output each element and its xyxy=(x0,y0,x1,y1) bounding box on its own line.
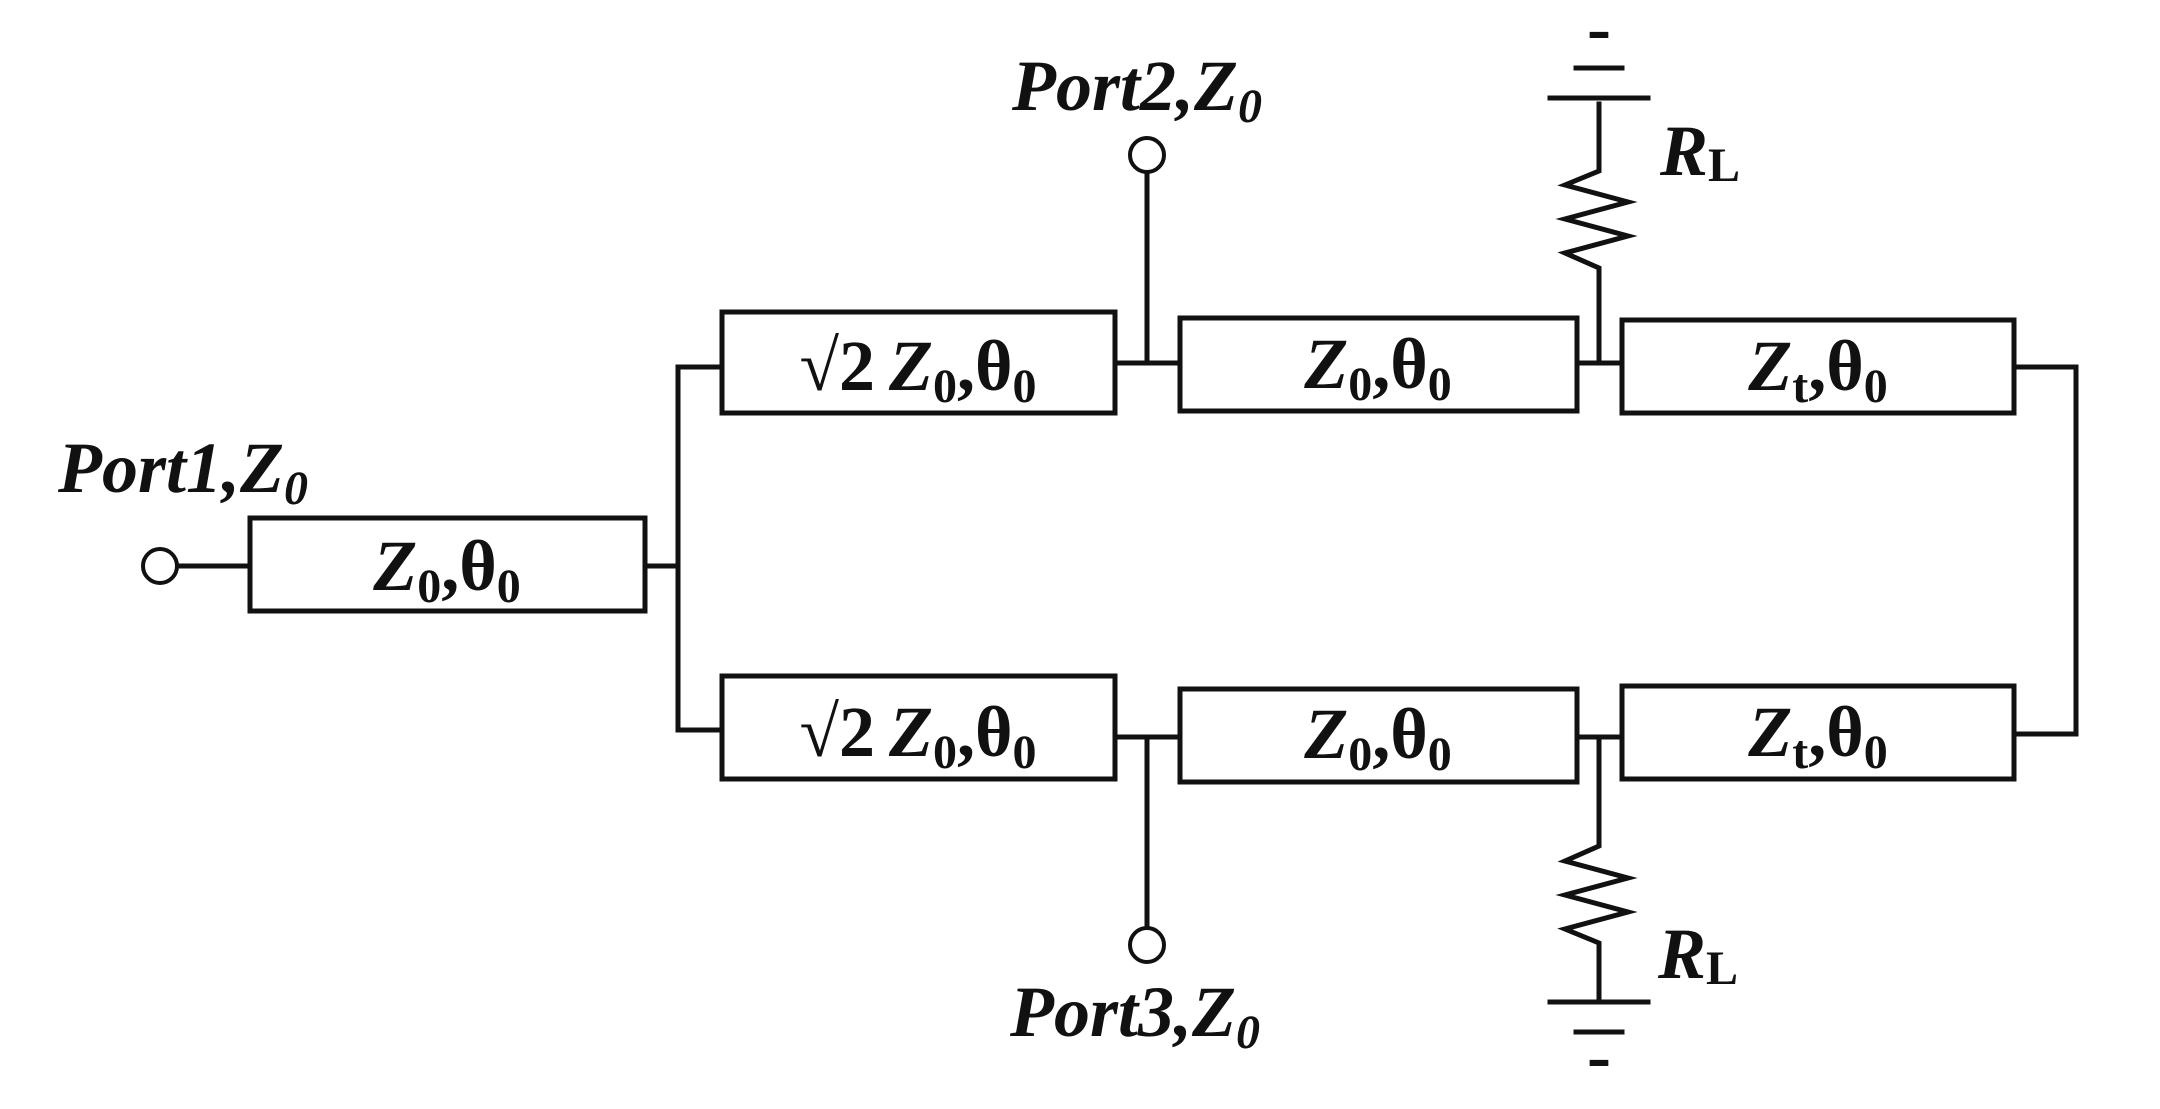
lower-split-line-box xyxy=(719,673,1118,782)
port3-label: Port3,Z0 xyxy=(1009,972,1260,1059)
upper-split-line-box xyxy=(719,309,1118,416)
lower-end-line-label: Zt,θ0 xyxy=(1747,692,1888,779)
upper-end-line-label: Zt,θ0 xyxy=(1747,326,1888,413)
wiring xyxy=(177,65,2079,1035)
upper-end-line-box xyxy=(1619,317,2017,416)
port1-label: Port1,Z0 xyxy=(57,428,308,515)
port2-terminal xyxy=(1128,136,1166,174)
upper-ground-mark: - xyxy=(1587,0,1611,68)
upper-resistor-label: RL xyxy=(1659,111,1740,192)
lower-ground-mark: - xyxy=(1587,1016,1611,1096)
upper-mid-line-label: Z0,θ0 xyxy=(1303,324,1452,411)
lower-resistor-label: RL xyxy=(1657,914,1738,995)
input-line-label: Z0,θ0 xyxy=(372,526,521,613)
lower-end-line-box xyxy=(1619,683,2017,782)
port1-terminal xyxy=(141,547,179,585)
port3-terminal xyxy=(1128,926,1166,964)
port2-label: Port2,Z0 xyxy=(1011,46,1262,133)
lower-resistor-symbol xyxy=(1555,830,1638,1005)
upper-mid-line-box xyxy=(1177,315,1580,414)
upper-resistor-symbol xyxy=(1555,101,1638,284)
lower-mid-line-box xyxy=(1177,686,1580,785)
lower-mid-line-label: Z0,θ0 xyxy=(1303,694,1452,781)
input-line-box xyxy=(247,515,648,614)
